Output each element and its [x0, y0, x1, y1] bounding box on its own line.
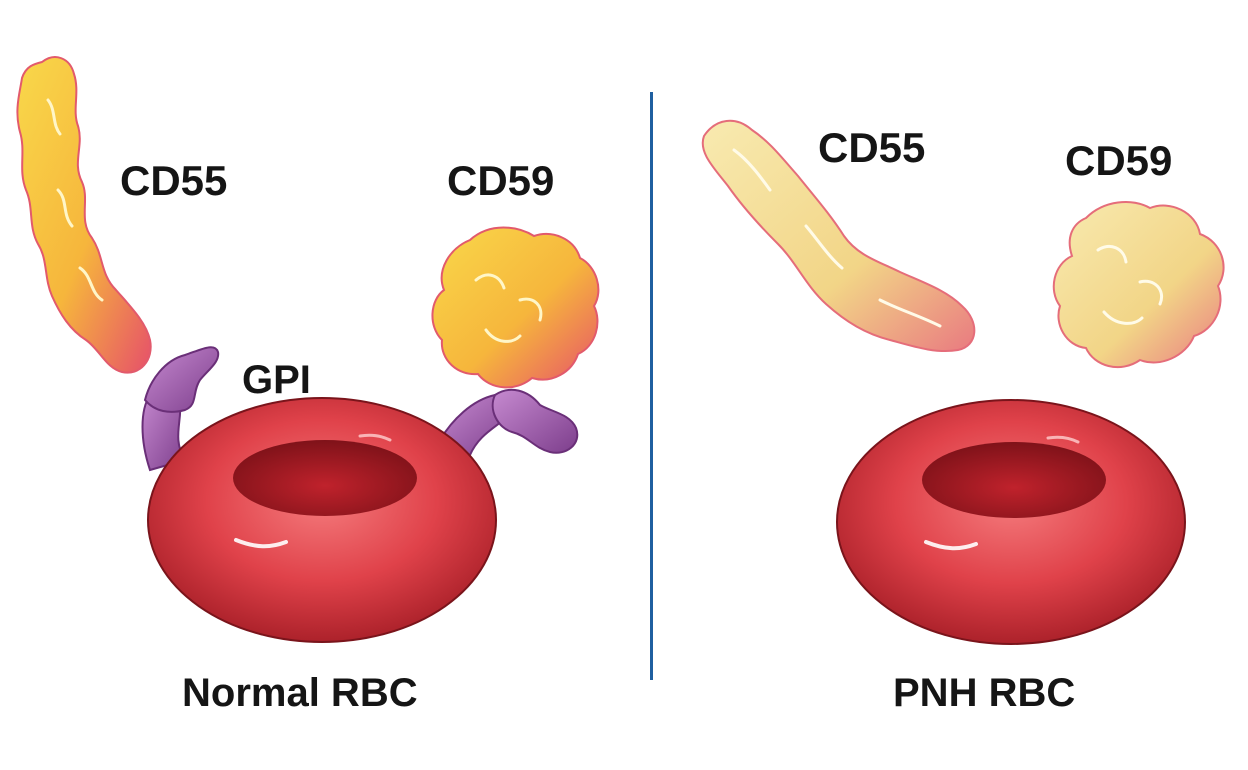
cd59-label-normal: CD59: [447, 157, 555, 204]
cd55-protein-right: [701, 120, 976, 353]
cd55-protein-left: [16, 56, 152, 374]
cd59-label-pnh: CD59: [1065, 137, 1173, 184]
cd55-label-normal: CD55: [120, 157, 228, 204]
rbc-pnh: [836, 399, 1186, 645]
gpi-anchor-right: [438, 388, 579, 457]
cd59-protein-right: [1052, 201, 1225, 369]
gpi-anchor-left: [141, 346, 220, 472]
pnh-rbc-label: PNH RBC: [893, 671, 1076, 715]
panel-divider: [650, 92, 653, 680]
cd55-label-pnh: CD55: [818, 124, 926, 171]
cd59-protein-left: [431, 226, 600, 389]
rbc-normal: [147, 397, 497, 643]
gpi-label: GPI: [242, 358, 311, 402]
normal-rbc-label: Normal RBC: [182, 671, 418, 715]
